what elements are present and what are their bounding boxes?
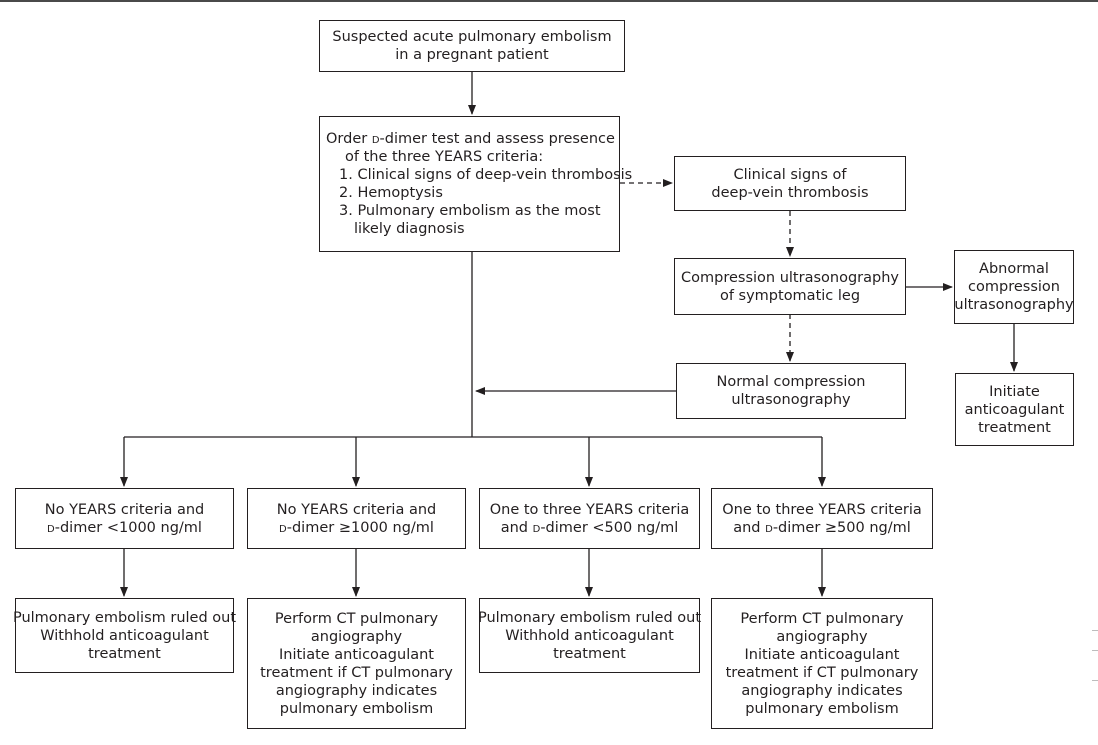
out-d-line-5: angiography indicates [741, 682, 903, 699]
criteria-box-c: One to three YEARS criteria and d-dimer … [479, 488, 700, 549]
years-criteria-box: Order d-dimer test and assess presence o… [319, 116, 632, 252]
out-c-line-3: treatment [553, 645, 626, 662]
crit-b-line-1: No YEARS criteria and [276, 501, 437, 518]
out-c-line-1: Pulmonary embolism ruled out [477, 609, 702, 626]
edge-artifact-1 [1092, 630, 1098, 631]
out-a-line-3: treatment [88, 645, 161, 662]
normal-line-2: ultrasonography [731, 392, 851, 408]
start-line-1: Suspected acute pulmonary embolism [332, 29, 612, 45]
outcome-box-c: Pulmonary embolism ruled out Withhold an… [477, 598, 702, 673]
out-a-line-1: Pulmonary embolism ruled out [12, 609, 237, 626]
out-b-line-3: Initiate anticoagulant [278, 646, 434, 663]
cus-line-2: of symptomatic leg [719, 287, 861, 304]
out-d-line-3: Initiate anticoagulant [744, 646, 900, 663]
criteria-box-b: No YEARS criteria and d-dimer ≥1000 ng/m… [247, 488, 466, 549]
dvt-signs-line-2: deep-vein thrombosis [711, 184, 869, 201]
out-d-line-6: pulmonary embolism [745, 700, 899, 717]
out-b-line-2: angiography [310, 628, 403, 645]
crit-a-line-2: d-dimer <1000 ng/ml [47, 519, 202, 536]
start-box: Suspected acute pulmonary embolism in a … [319, 20, 625, 72]
out-d-line-2: angiography [776, 628, 868, 645]
normal-us-box: Normal compression ultrasonography [676, 363, 906, 419]
initiate-line-2: anticoagulant [964, 401, 1065, 418]
out-d-line-4: treatment if CT pulmonary [725, 664, 919, 681]
cus-line-1: Compression ultrasonography [681, 269, 899, 286]
out-b-line-5: angiography indicates [275, 682, 438, 699]
initiate-line-1: Initiate [989, 383, 1040, 400]
crit-c-line-2: and d-dimer <500 ng/ml [500, 519, 679, 536]
out-d-line-1: Perform CT pulmonary [740, 610, 904, 627]
criteria-box-a: No YEARS criteria and d-dimer <1000 ng/m… [15, 488, 234, 549]
abnormal-line-3: ultrasonography [954, 297, 1074, 313]
outcome-box-d: Perform CT pulmonary angiography Initiat… [711, 598, 933, 729]
order-line-2: of the three YEARS criteria: [345, 149, 544, 165]
edge-artifact-3 [1092, 680, 1098, 681]
criterion-3-cont: likely diagnosis [354, 221, 465, 237]
outcome-box-b: Perform CT pulmonary angiography Initiat… [247, 598, 466, 729]
edge-artifact-2 [1092, 650, 1098, 651]
abnormal-us-box: Abnormal compression ultrasonography [954, 250, 1074, 324]
start-line-2: in a pregnant patient [395, 47, 549, 63]
crit-c-line-1: One to three YEARS criteria [489, 501, 690, 518]
criterion-3: 3. Pulmonary embolism as the most [339, 203, 601, 219]
crit-d-line-2: and d-dimer ≥500 ng/ml [733, 519, 911, 536]
out-c-line-2: Withhold anticoagulant [505, 627, 674, 644]
dvt-signs-box: Clinical signs of deep-vein thrombosis [674, 156, 906, 211]
order-line-1: Order d-dimer test and assess presence [326, 131, 615, 147]
out-b-line-4: treatment if CT pulmonary [260, 664, 453, 681]
initiate-line-3: treatment [978, 419, 1051, 436]
compression-us-box: Compression ultrasonography of symptomat… [674, 258, 906, 315]
criteria-box-d: One to three YEARS criteria and d-dimer … [711, 488, 933, 549]
top-rule [0, 0, 1098, 2]
normal-line-1: Normal compression [716, 374, 866, 390]
dvt-signs-line-1: Clinical signs of [733, 166, 847, 183]
out-b-line-6: pulmonary embolism [279, 700, 434, 717]
criterion-2: 2. Hemoptysis [339, 185, 443, 201]
outcome-box-a: Pulmonary embolism ruled out Withhold an… [12, 598, 237, 673]
crit-b-line-2: d-dimer ≥1000 ng/ml [279, 519, 434, 536]
out-b-line-1: Perform CT pulmonary [274, 610, 439, 627]
criterion-1: 1. Clinical signs of deep-vein thrombosi… [339, 167, 633, 183]
crit-d-line-1: One to three YEARS criteria [722, 501, 922, 518]
crit-a-line-1: No YEARS criteria and [44, 501, 205, 518]
abnormal-line-2: compression [968, 279, 1060, 295]
abnormal-line-1: Abnormal [979, 261, 1049, 277]
out-a-line-2: Withhold anticoagulant [40, 627, 209, 644]
initiate-anticoagulant-box: Initiate anticoagulant treatment [955, 373, 1074, 446]
